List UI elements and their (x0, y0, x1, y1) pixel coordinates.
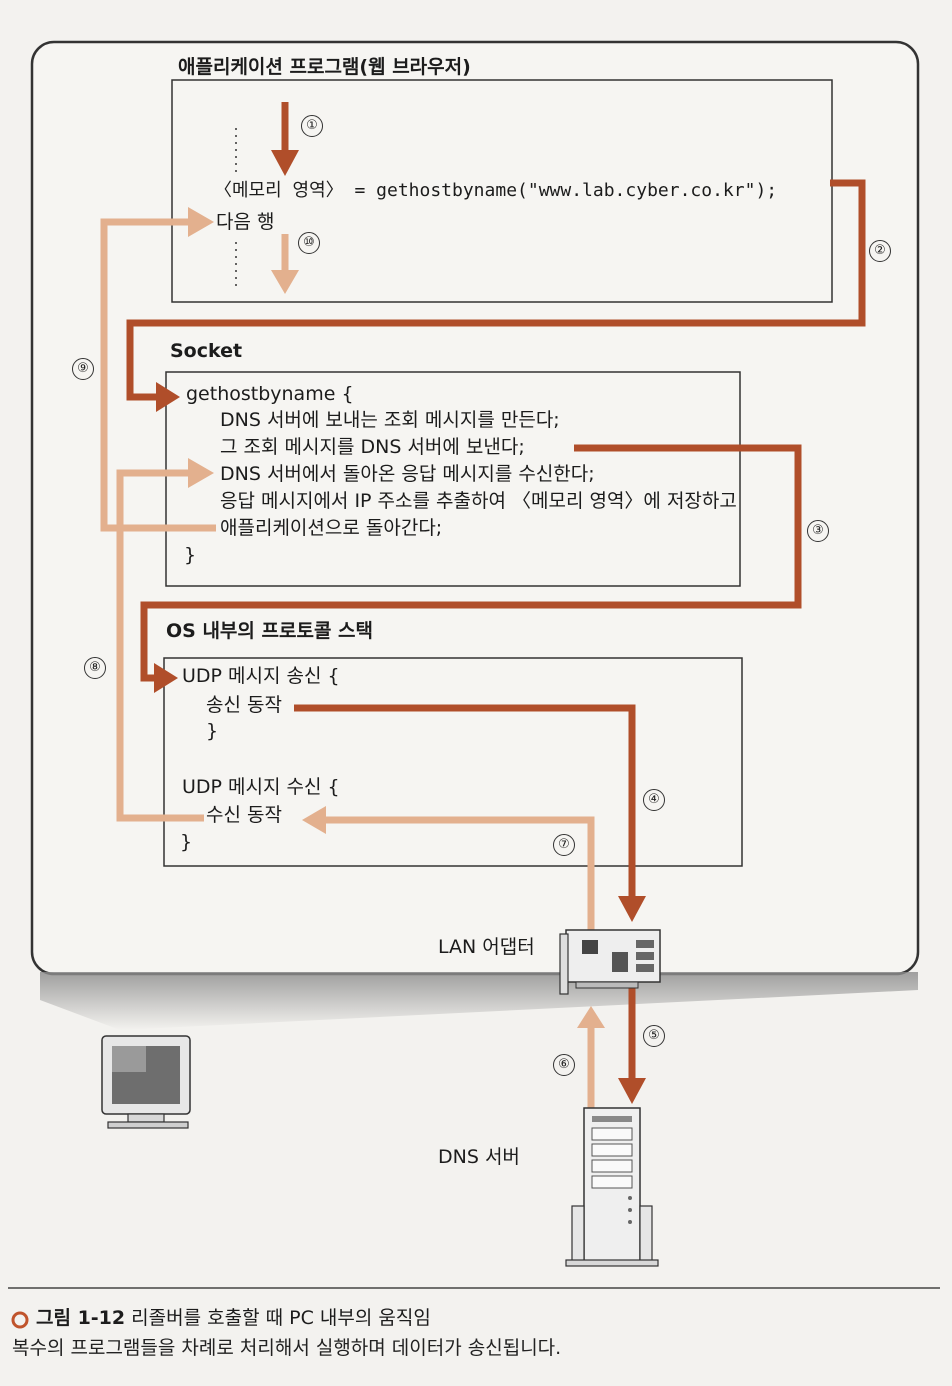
dns-server-icon (565, 1107, 659, 1267)
arrowhead-2 (156, 382, 180, 412)
step-7-label: ⑦ (553, 834, 575, 856)
step-1-label: ① (301, 115, 323, 137)
arrow-2 (126, 179, 866, 401)
arrowhead-9 (188, 207, 214, 237)
os-line: } (206, 720, 219, 742)
arrowhead-4 (618, 896, 646, 922)
arrowhead-7 (302, 806, 326, 834)
os-line: 송신 동작 (206, 694, 282, 716)
arrow-3 (140, 444, 802, 682)
caption-subtitle: 복수의 프로그램들을 차례로 처리해서 실행하며 데이터가 송신됩니다. (12, 1337, 562, 1359)
os-box (163, 657, 743, 867)
socket-box (165, 371, 741, 587)
socket-line: 애플리케이션으로 돌아간다; (220, 517, 443, 539)
step-4-label: ④ (643, 789, 665, 811)
arrowhead-10 (271, 270, 299, 294)
arrowhead-3 (154, 663, 178, 693)
step-3-label: ③ (807, 520, 829, 542)
step-2-label: ② (869, 240, 891, 262)
app-next-line: 다음 행 (216, 211, 275, 233)
arrow-9 (100, 218, 216, 532)
lan-adapter-label: LAN 어댑터 (438, 936, 535, 958)
step-10-label: ⑩ (298, 232, 320, 254)
dns-server-label: DNS 서버 (438, 1146, 520, 1168)
os-box-title: OS 내부의 프로토콜 스택 (166, 620, 374, 642)
arrowhead-8 (188, 458, 214, 488)
arrow-4 (294, 704, 636, 898)
os-line: UDP 메시지 송신 { (182, 665, 340, 687)
app-call-line: 〈메모리 영역〉 = gethostbyname("www.lab.cyber.… (214, 180, 778, 201)
socket-line: 그 조회 메시지를 DNS 서버에 보낸다; (220, 436, 525, 458)
arrowhead-5 (618, 1078, 646, 1104)
arrowhead-1 (271, 150, 299, 176)
socket-line: DNS 서버에서 돌아온 응답 메시지를 수신한다; (220, 463, 595, 485)
step-8-label: ⑧ (84, 657, 106, 679)
arrowhead-6 (577, 1006, 605, 1028)
socket-line: } (184, 544, 197, 566)
caption-marker-icon (11, 1311, 29, 1329)
os-line: UDP 메시지 수신 { (182, 776, 340, 798)
lan-adapter-icon (559, 929, 661, 995)
socket-box-title: Socket (170, 340, 243, 362)
caption-title-text: 리졸버를 호출할 때 PC 내부의 움직임 (131, 1307, 431, 1329)
app-box-title: 애플리케이션 프로그램(웹 브라우저) (178, 56, 471, 78)
app-box (171, 79, 833, 303)
socket-line: 응답 메시지에서 IP 주소를 추출하여 〈메모리 영역〉에 저장하고 (220, 490, 737, 512)
caption-figure-number: 그림 1-12 (36, 1307, 126, 1329)
step-6-label: ⑥ (553, 1054, 575, 1076)
socket-line: gethostbyname { (186, 383, 354, 405)
arrow-8 (116, 469, 204, 822)
os-line: } (180, 831, 193, 853)
client-monitor-icon (101, 1035, 191, 1129)
caption-title: 그림 1-12 리졸버를 호출할 때 PC 내부의 움직임 (36, 1309, 431, 1328)
os-line: 수신 동작 (206, 804, 282, 826)
arrow-7 (322, 816, 595, 935)
pc-frame-shadow (40, 972, 918, 1030)
step-9-label: ⑨ (72, 358, 94, 380)
step-5-label: ⑤ (643, 1025, 665, 1047)
socket-line: DNS 서버에 보내는 조회 메시지를 만든다; (220, 409, 560, 431)
